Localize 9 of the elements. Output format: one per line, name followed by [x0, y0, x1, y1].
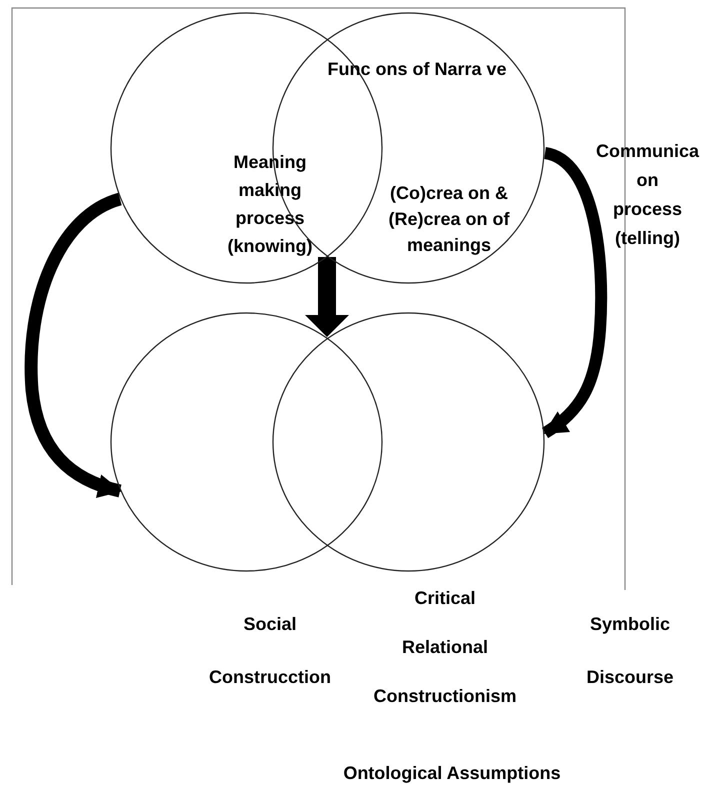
curved-arrow: [24, 192, 122, 498]
venn-circle: [110, 312, 383, 572]
circle-caption: Social Construcction: [208, 613, 332, 689]
circle-caption: Symbolic Discourse: [585, 613, 675, 689]
venn-circle: [272, 312, 545, 572]
caption: Ontological Assumptions: [342, 762, 562, 785]
side-label: Communica on process (telling): [594, 140, 700, 250]
overlap-label: Critical Relational Constructionism: [372, 587, 518, 708]
circle-label: (Co)crea on & (Re)crea on of meanings: [387, 182, 511, 257]
